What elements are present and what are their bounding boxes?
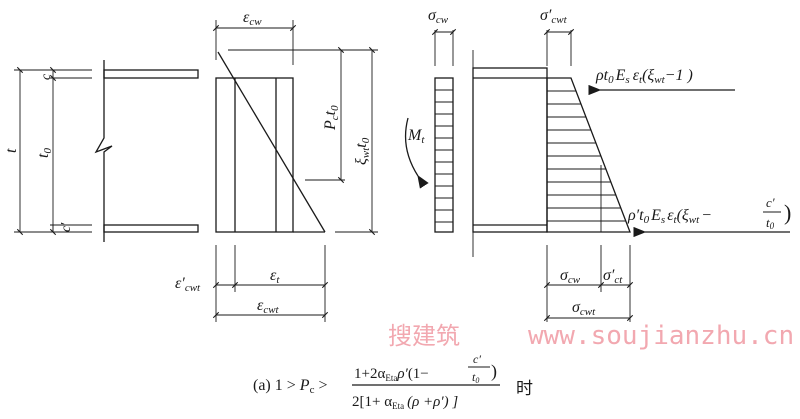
caption-num-frac-den: t0	[472, 370, 479, 385]
label-pc-t0: Pct0	[322, 105, 341, 131]
strain-diagram: εcw Pct0 ξwtt0 ε′cwt εt εcwt	[175, 9, 378, 322]
break-line-icon	[94, 60, 113, 242]
watermark-cn: 搜建筑	[388, 322, 460, 350]
label-eps-t: εt	[270, 267, 280, 286]
label-t0: t0	[35, 148, 54, 158]
label-sigma-ct-prime: σ′ct	[603, 267, 623, 286]
caption-numerator: 1+2αEtaρ′(1−	[354, 366, 429, 383]
label-force-bottom-close: )	[784, 200, 791, 225]
caption: (a) 1 > Pc > 1+2αEtaρ′(1− c′ t0 ) 2[1+ α…	[253, 352, 533, 411]
label-eps-cwt-prime: ε′cwt	[175, 275, 201, 294]
label-c-prime: c′	[59, 222, 74, 232]
label-moment: Mt	[407, 127, 425, 146]
label-eps-cwt: εcwt	[257, 297, 280, 316]
label-c: c	[39, 73, 54, 80]
watermark: 搜建筑 www.soujianzhu.cn	[388, 321, 794, 351]
moment-arrow-icon	[404, 117, 429, 189]
caption-num-frac-num: c′	[473, 352, 481, 366]
label-sigma-cw-bottom: σcw	[560, 267, 581, 286]
label-sigma-cwt-prime: σ′cwt	[540, 7, 568, 26]
label-force-bottom-frac-den: t0	[766, 215, 775, 231]
label-sigma-cwt: σcwt	[572, 299, 596, 318]
watermark-url: www.soujianzhu.cn	[528, 321, 794, 351]
caption-num-close: )	[491, 361, 497, 382]
strain-line	[217, 51, 326, 233]
caption-denominator: 2[1+ αEta(ρ +ρ′) ]	[352, 394, 458, 411]
top-reinforcement-layer	[103, 69, 199, 79]
stress-trapezoid	[546, 77, 631, 233]
label-sigma-cw-top: σcw	[428, 7, 449, 26]
label-xi-wt-t0: ξwtt0	[353, 137, 372, 165]
label-t: t	[3, 148, 20, 153]
label-eps-cw: εcw	[243, 9, 262, 28]
moment-indicator: Mt	[404, 117, 429, 189]
caption-suffix: 时	[516, 379, 533, 398]
sigma-cw-block: σcw	[428, 7, 457, 233]
caption-condition: (a) 1 > Pc >	[253, 377, 327, 396]
wall-section: t t0 c c′	[3, 60, 199, 242]
label-force-bottom-frac-num: c′	[766, 195, 775, 210]
bottom-reinforcement-layer	[103, 224, 199, 233]
